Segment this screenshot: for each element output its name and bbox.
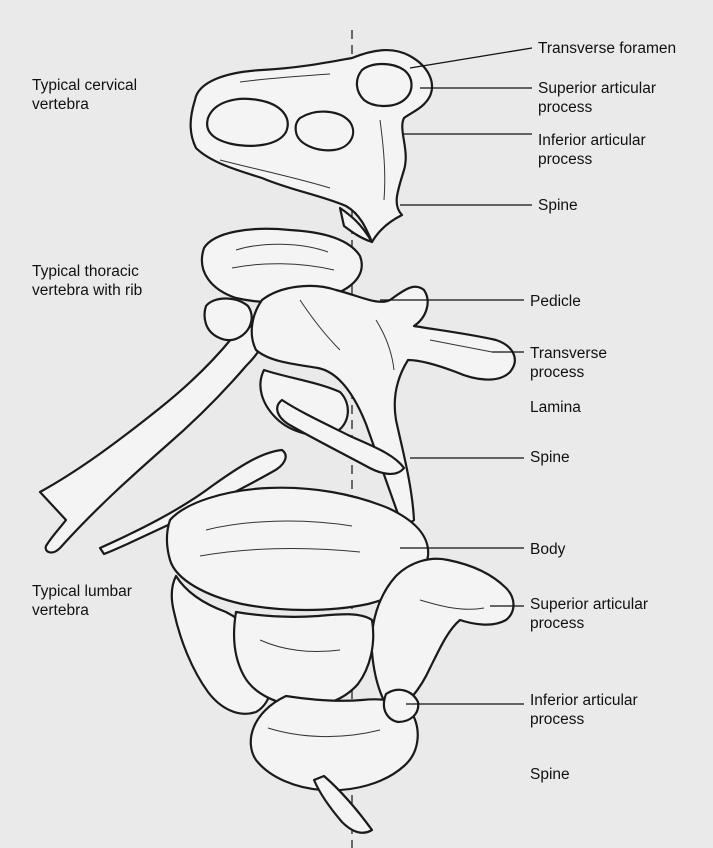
label-cervical-line2: vertebra	[32, 95, 137, 114]
label-transverse-process: Transverse process	[530, 344, 607, 382]
label-superior-articular-1-line1: Superior articular	[538, 79, 656, 98]
label-inferior-articular-1-line1: Inferior articular	[538, 131, 646, 150]
label-spine-3: Spine	[530, 765, 570, 784]
label-inferior-articular-1-line2: process	[538, 150, 646, 169]
label-thoracic: Typical thoracic vertebra with rib	[32, 262, 142, 300]
label-superior-articular-1-line2: process	[538, 98, 656, 117]
label-cervical: Typical cervical vertebra	[32, 76, 137, 114]
label-superior-articular-2-line1: Superior articular	[530, 595, 648, 614]
label-inferior-articular-1: Inferior articular process	[538, 131, 646, 169]
label-body: Body	[530, 540, 565, 559]
label-inferior-articular-2-line2: process	[530, 710, 638, 729]
label-lumbar-line2: vertebra	[32, 601, 132, 620]
label-cervical-line1: Typical cervical	[32, 76, 137, 95]
label-spine-2: Spine	[530, 448, 570, 467]
label-inferior-articular-2: Inferior articular process	[530, 691, 638, 729]
label-transverse-process-line2: process	[530, 363, 607, 382]
label-transverse-process-line1: Transverse	[530, 344, 607, 363]
label-inferior-articular-2-line1: Inferior articular	[530, 691, 638, 710]
label-pedicle: Pedicle	[530, 292, 581, 311]
label-superior-articular-2: Superior articular process	[530, 595, 648, 633]
lumbar-vertebra-drawing	[167, 488, 514, 833]
cervical-vertebra-drawing	[191, 50, 432, 242]
leader-transverse-foramen	[410, 48, 532, 68]
label-transverse-foramen: Transverse foramen	[538, 39, 676, 58]
label-superior-articular-1: Superior articular process	[538, 79, 656, 117]
label-lumbar: Typical lumbar vertebra	[32, 582, 132, 620]
label-superior-articular-2-line2: process	[530, 614, 648, 633]
label-thoracic-line1: Typical thoracic	[32, 262, 142, 281]
label-lamina: Lamina	[530, 398, 581, 417]
label-spine-1: Spine	[538, 196, 578, 215]
label-thoracic-line2: vertebra with rib	[32, 281, 142, 300]
label-lumbar-line1: Typical lumbar	[32, 582, 132, 601]
